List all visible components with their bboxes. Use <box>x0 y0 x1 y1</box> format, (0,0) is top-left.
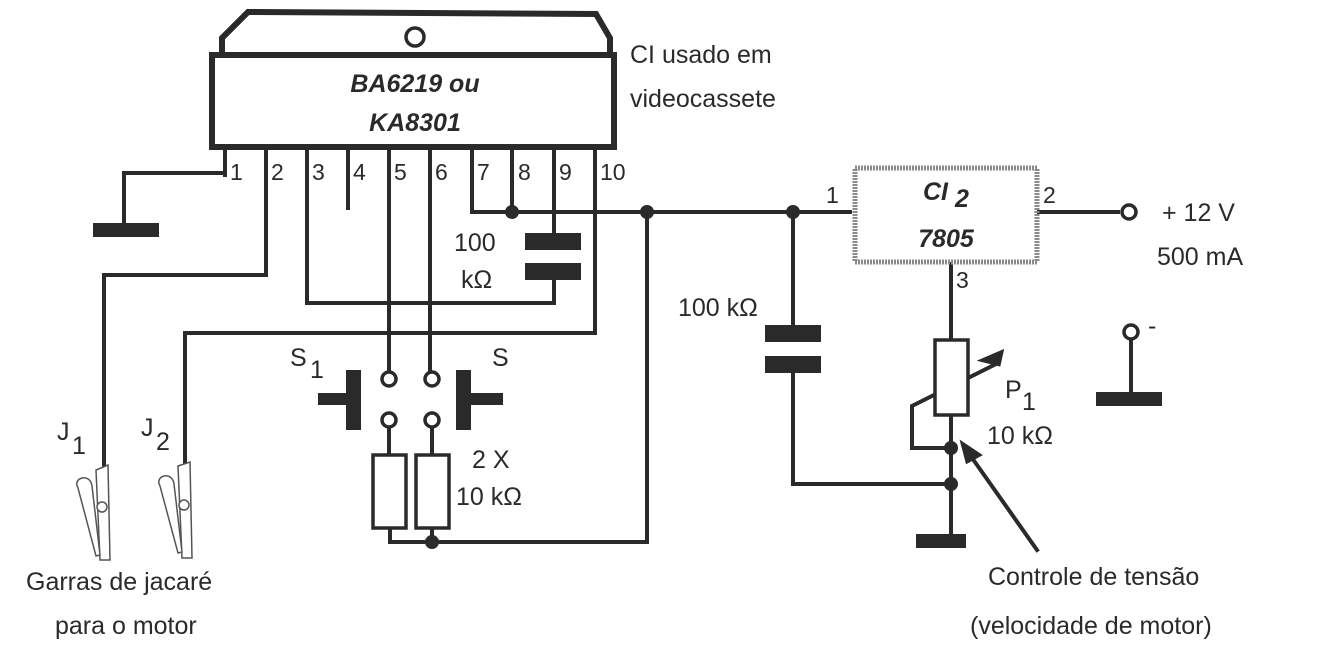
minus-terminal-icon <box>1122 323 1140 341</box>
junction-dot <box>786 205 800 219</box>
capacitor-plate-icon <box>525 263 581 280</box>
pin-label: 6 <box>435 159 448 185</box>
ic2-part: 7805 <box>918 225 975 253</box>
annotation-line1: Controle de tensão <box>988 563 1199 591</box>
ic1-pin-numbers: 1 2 3 4 5 6 7 8 9 10 <box>230 159 626 185</box>
supply-minus: - <box>1148 312 1156 340</box>
ic1-note-line2: videocassete <box>630 85 776 113</box>
switch-s2-label: S <box>492 344 509 372</box>
resistor-icon <box>371 453 408 530</box>
ic2-name-sub: 2 <box>954 185 969 213</box>
annotation-pointer-line <box>967 452 1040 553</box>
capacitor-input-value: 100 kΩ <box>678 294 758 322</box>
junction-dots <box>425 205 958 549</box>
ic2-name-main: CI <box>923 178 949 206</box>
pin-label: 3 <box>312 159 325 185</box>
ic1-mount-hole-icon <box>404 26 426 48</box>
switch-s1-sub: 1 <box>310 356 324 384</box>
ic2-pin-out: 2 <box>1043 182 1056 208</box>
potentiometer-icon <box>933 338 970 417</box>
pin-label: 1 <box>230 159 243 185</box>
annotation-line2: (velocidade de motor) <box>970 612 1212 640</box>
capacitor-plate-icon <box>525 233 581 250</box>
annotation-arrowhead-icon <box>959 439 983 465</box>
plus-terminal-icon <box>1120 203 1138 221</box>
capacitor-pin9: 100 kΩ <box>454 229 581 294</box>
clips-caption-line1: Garras de jacaré <box>26 568 212 596</box>
switch-s1-main: S <box>290 344 307 372</box>
wires <box>102 146 1133 544</box>
pushbutton-s2-icon <box>456 370 503 430</box>
pin-label: 2 <box>271 159 284 185</box>
pin-label: 10 <box>600 159 626 185</box>
junction-dot <box>944 477 958 491</box>
switch-contact-icon <box>423 411 441 429</box>
switch-s2: S <box>423 344 509 430</box>
supply-current: 500 mA <box>1157 243 1243 271</box>
pot-name-main: P <box>1005 376 1022 404</box>
supply-voltage: + 12 V <box>1162 199 1235 227</box>
ic2-pin-gnd: 3 <box>956 267 969 293</box>
pin-label: 9 <box>559 159 572 185</box>
resistor-count: 2 X <box>472 446 510 474</box>
ground-symbol-icon <box>916 534 966 548</box>
switch-contact-icon <box>423 370 441 388</box>
j1-main: J <box>57 418 70 446</box>
clips-caption-line2: para o motor <box>55 612 197 640</box>
alligator-clip-j1: J 1 <box>57 418 111 561</box>
capacitor-input: 100 kΩ <box>678 294 821 373</box>
alligator-clip-j2: J 2 <box>141 414 193 559</box>
ic1-body <box>209 52 617 150</box>
resistor-icon <box>414 453 451 530</box>
ic2-body <box>852 165 1040 265</box>
pin-label: 4 <box>353 159 366 185</box>
junction-dot <box>944 441 958 455</box>
j2-sub: 2 <box>156 428 170 456</box>
junction-dot <box>640 205 654 219</box>
capacitor-pin9-value-line1: 100 <box>454 229 496 257</box>
pin-label: 8 <box>518 159 531 185</box>
ic1-part-line2: KA8301 <box>369 109 461 137</box>
ic2-regulator: CI 2 7805 1 2 3 <box>826 165 1056 293</box>
pot-name-sub: 1 <box>1022 388 1036 416</box>
ic1-part-line1: BA6219 ou <box>350 70 479 98</box>
resistor-value: 10 kΩ <box>456 483 522 511</box>
ic1-package: BA6219 ou KA8301 <box>209 8 617 150</box>
junction-dot <box>505 205 519 219</box>
ic1-note-line1: CI usado em <box>630 41 772 69</box>
capacitor-plate-icon <box>765 325 821 342</box>
j1-sub: 1 <box>72 432 86 460</box>
pushbutton-s1-icon <box>318 370 361 430</box>
switch-contact-icon <box>380 411 398 429</box>
j2-main: J <box>141 414 154 442</box>
switch-contact-icon <box>380 370 398 388</box>
ic1-pin-legs <box>223 146 597 210</box>
pin-label: 5 <box>394 159 407 185</box>
switch-s1: S 1 <box>290 344 398 430</box>
pot-adjust-arrow-icon <box>976 348 1005 367</box>
junction-dot <box>425 535 439 549</box>
capacitor-pin9-value-line2: kΩ <box>461 266 492 294</box>
pot-value: 10 kΩ <box>987 422 1053 450</box>
negative-terminal-plate-icon <box>1096 392 1162 406</box>
ground-symbol-icon <box>93 223 159 237</box>
ic2-pin-in: 1 <box>826 182 839 208</box>
pin-label: 7 <box>477 159 490 185</box>
capacitor-plate-icon <box>765 356 821 373</box>
